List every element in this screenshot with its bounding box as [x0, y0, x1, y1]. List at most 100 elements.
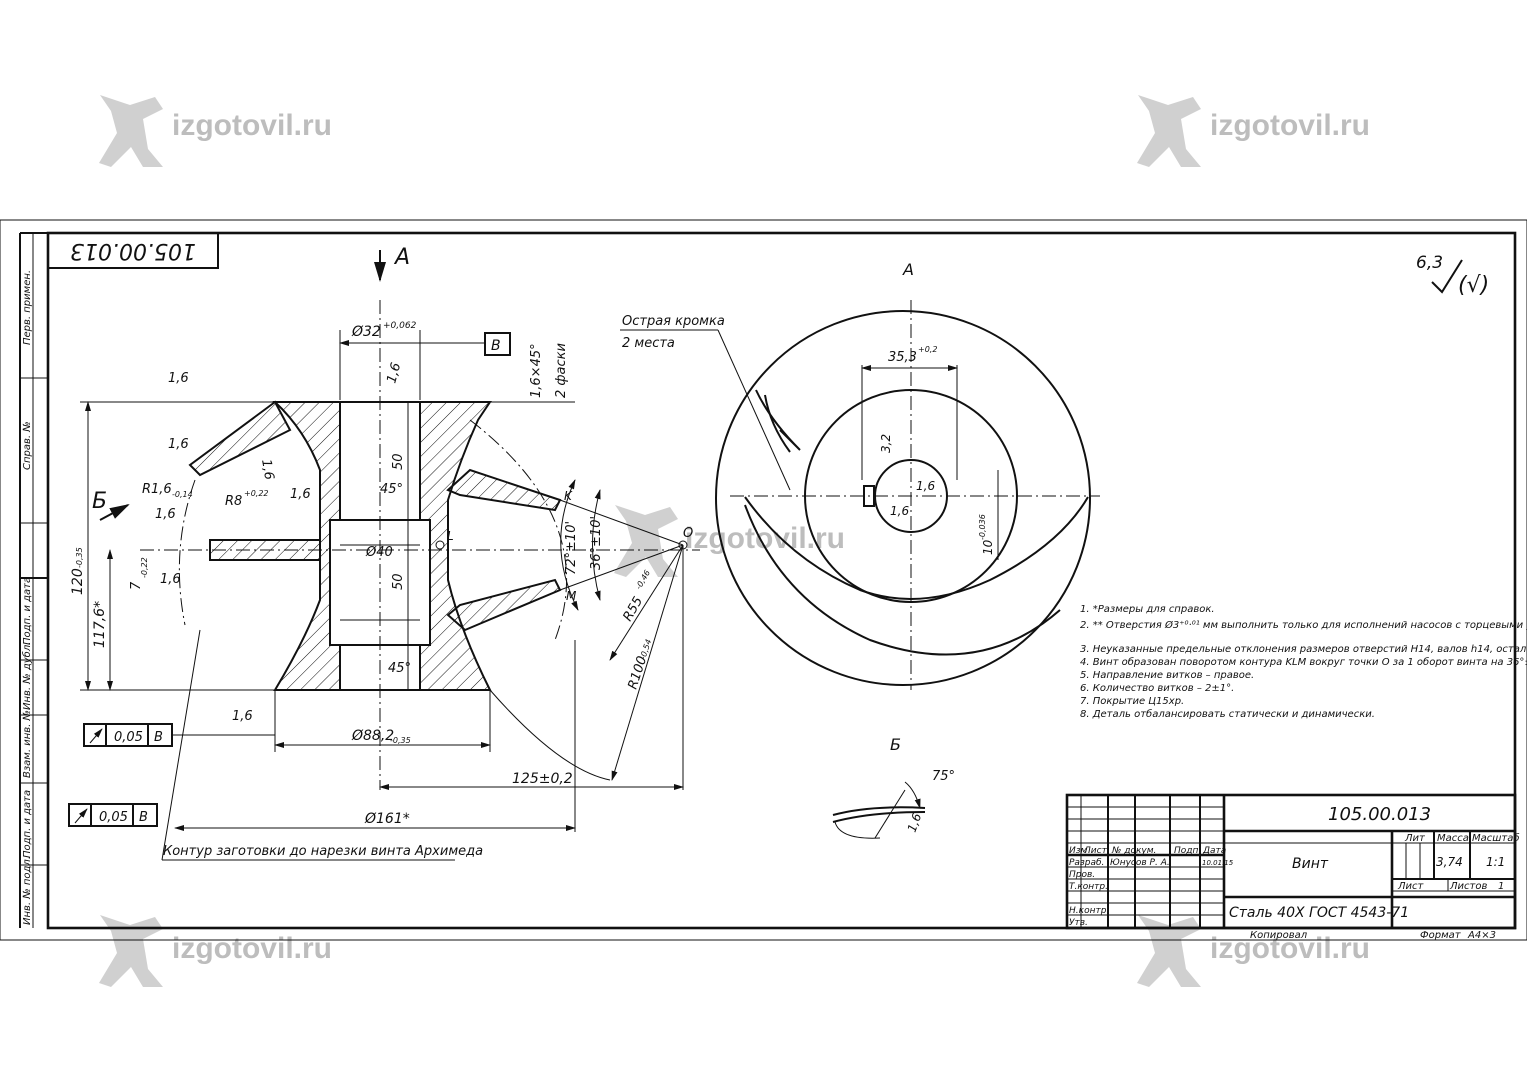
sheets-value: 1 [1498, 881, 1504, 892]
part-name: Винт [1292, 856, 1329, 872]
outer-circle [715, 310, 1091, 686]
dim-r16-tol: -0,14 [172, 490, 193, 499]
sheet-label: Лист [1397, 881, 1425, 892]
dim-w7: 7 [129, 581, 144, 590]
dim-d32: Ø32 [351, 324, 381, 340]
runout-value: 0,05 [99, 810, 128, 825]
side-strip: Перв. примен. Справ. № Подп. и дата Инв.… [19, 232, 48, 928]
tb-header: № докум. [1111, 846, 1156, 856]
watermark-bottom-right: izgotovil.ru [1137, 915, 1370, 987]
tb-header: Дата [1202, 846, 1226, 856]
tb-role: Т.контр. [1069, 882, 1108, 892]
dim-r8: R8 [225, 494, 242, 509]
view-a: А 35,3 +0,2 3,2 1,6 1,6 10 -0,036 Острая… [620, 260, 1100, 690]
dim-r55-tol: -0,46 [634, 569, 652, 591]
watermark-logo-icon [99, 95, 163, 167]
dim-k10: 10 [981, 539, 995, 555]
watermark-text: izgotovil.ru [172, 932, 332, 965]
side-strip-label: Инв. № дубл. [21, 642, 33, 710]
mass-label: Масса [1437, 833, 1469, 844]
side-strip-label: Взам. инв. № [22, 710, 33, 778]
dim-d353: 35,3 [888, 350, 917, 365]
dim-d882-tol: -0,35 [390, 736, 411, 745]
side-strip-label: Справ. № [22, 421, 33, 470]
roughness-mark: 1,6 [890, 504, 909, 518]
drawing-number: 105.00.013 [1328, 804, 1431, 825]
watermark-top-left: izgotovil.ru [99, 95, 332, 167]
note-line: 6. Количество витков – 2±1°. [1080, 683, 1234, 694]
roughness-mark: 1,6 [168, 371, 189, 386]
view-b-arrow-label: Б [92, 489, 107, 514]
dim-h120: 120 [70, 568, 86, 595]
runout-value: 0,05 [114, 730, 143, 745]
tb-role: Разраб. [1069, 858, 1104, 868]
runout-arrow-icon [74, 808, 88, 824]
roughness-mark: 1,6 [290, 487, 311, 502]
dim-50-bottom: 50 [391, 573, 406, 590]
roughness-mark: 1,6 [384, 361, 404, 385]
dim-w7-tol: -0,22 [140, 557, 149, 578]
note-line: 5. Направление витков – правое. [1080, 670, 1254, 681]
watermark-text: izgotovil.ru [1210, 109, 1370, 142]
runout-arrow-icon [89, 728, 103, 744]
blade-top-left [188, 400, 292, 477]
note-line: 2. ** Отверстия Ø3⁺⁰·⁰¹ мм выполнить тол… [1080, 619, 1527, 631]
title-block: Изм Лист № докум. Подп. Дата Разраб. Юну… [1065, 793, 1520, 941]
dim-r8-tol: +0,22 [244, 489, 269, 498]
watermark-center: izgotovil.ru [614, 505, 845, 577]
note-line: 4. Винт образован поворотом контура KLM … [1080, 656, 1527, 668]
tb-date: 10.01.15 [1202, 859, 1234, 867]
format-value: А4×3 [1467, 930, 1496, 941]
watermark-text: izgotovil.ru [685, 522, 845, 555]
roughness-mark: 1,6 [905, 811, 925, 834]
technical-notes: 1. *Размеры для справок. 2. ** Отверстия… [1080, 604, 1527, 720]
dim-d882: Ø88,2 [351, 728, 394, 744]
watermark-logo-icon [614, 505, 678, 577]
tb-role: Утв. [1069, 918, 1088, 928]
roughness-symbol: 6,3 (√) [1416, 253, 1489, 298]
note-line: 1. *Размеры для справок. [1080, 604, 1215, 615]
callout-blank-contour: Контур заготовки до нарезки винта Архиме… [163, 844, 483, 859]
watermark-text: izgotovil.ru [1210, 932, 1370, 965]
dim-h120-tol: -0,35 [75, 547, 84, 568]
dim-k32: 3,2 [879, 434, 893, 453]
drawing-frame [46, 231, 1517, 930]
roughness-other: (√) [1458, 273, 1489, 298]
dim-a36: 36°±10' [589, 516, 604, 570]
dim-d353-tol: +0,2 [918, 345, 937, 354]
dim-r16: R1,6 [142, 482, 172, 497]
tb-header: Изм [1069, 846, 1088, 856]
watermark-logo-icon [99, 915, 163, 987]
dim-50-top: 50 [391, 453, 406, 470]
runout-tolerance-2: 0,05 В [68, 803, 158, 827]
tb-header: Подп. [1174, 846, 1201, 856]
dim-chamfer-note: 2 фаски [554, 343, 569, 398]
dim-l125: 125±0,2 [512, 771, 573, 787]
datum-b-box [484, 332, 511, 356]
sheets-label: Листов [1449, 881, 1487, 892]
material: Сталь 40Х ГОСТ 4543-71 [1229, 905, 1409, 921]
mass-value: 3,74 [1436, 855, 1463, 869]
tb-name: Юнусов Р. А. [1110, 858, 1170, 868]
roughness-mark: 1,6 [168, 437, 189, 452]
runout-datum: В [139, 810, 148, 825]
dim-a75: 75° [932, 769, 955, 784]
callout-sharp-edge: Острая кромка [622, 314, 725, 329]
callout-sharp-edge-count: 2 места [622, 336, 675, 351]
rotated-number-box: 105.00.013 [47, 232, 219, 269]
roughness-mark: 1,6 [155, 507, 176, 522]
runout-tolerance-1: 0,05 В [83, 723, 275, 747]
copied-label: Копировал [1250, 930, 1308, 941]
roughness-mark: 1,6 [916, 479, 935, 493]
checkmark-icon [1431, 259, 1463, 294]
format-label: Формат [1420, 930, 1462, 941]
side-strip-label: Подп. и дата [22, 577, 33, 645]
side-strip-label: Инв. № подл. [22, 856, 33, 925]
note-line: 3. Неуказанные предельные отклонения раз… [1080, 644, 1527, 655]
roughness-mark: 1,6 [258, 458, 276, 481]
tb-role: Н.контр. [1069, 906, 1109, 916]
tb-header: Лист [1083, 846, 1108, 856]
dim-h1176: 117,6* [92, 601, 108, 648]
view-a-title: А [902, 260, 914, 279]
